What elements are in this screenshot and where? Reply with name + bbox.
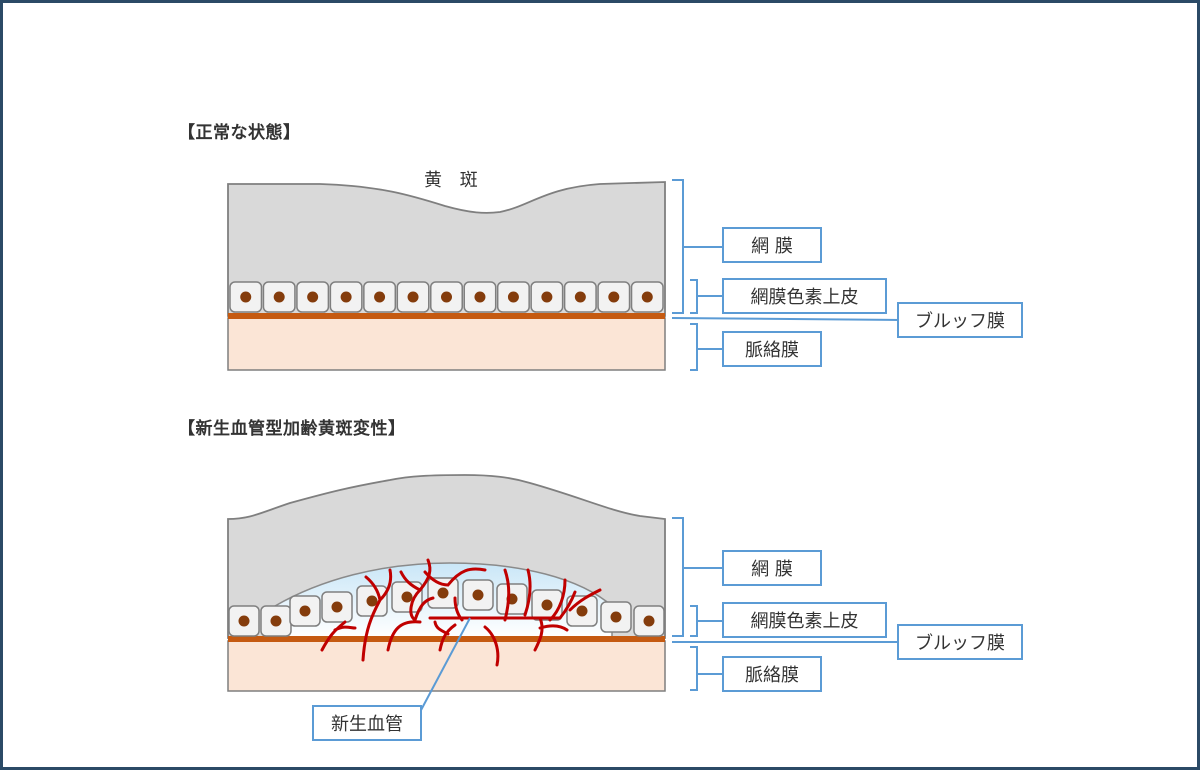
cell-nucleus (441, 291, 452, 303)
vessel (503, 568, 532, 622)
cell-nucleus (641, 291, 653, 303)
vessel (548, 578, 602, 622)
cell-nucleus (576, 605, 588, 617)
amd-heading: 【新生血管型加齢黄斑変性】 (178, 419, 406, 439)
normal-choroid-bracket (690, 323, 722, 371)
amd-bruch-membrane (228, 636, 665, 642)
vessel (433, 620, 457, 652)
cell-nucleus (643, 615, 655, 627)
cell-nucleus (366, 595, 378, 607)
cell-nucleus (407, 291, 419, 303)
amd-brackets (672, 517, 900, 691)
amd-diagram (227, 474, 666, 713)
normal-choroid-label: 脈絡膜 (722, 331, 822, 367)
normal-brackets (671, 179, 901, 371)
amd-choroid-layer (227, 640, 666, 692)
amd-retina-label: 網 膜 (722, 550, 822, 586)
amd-rpe-bracket (690, 605, 722, 637)
cell-nucleus (610, 611, 622, 623)
vessel (453, 596, 464, 622)
normal-rpe-bracket (690, 279, 722, 314)
vessel (409, 588, 435, 623)
normal-rpe-cells (229, 281, 664, 313)
vessel (423, 567, 487, 587)
amd-choroid-bracket (690, 646, 722, 691)
normal-retina-label: 網 膜 (722, 227, 822, 263)
cell-nucleus (541, 599, 553, 611)
cell-nucleus (437, 587, 449, 599)
amd-retina-bracket (672, 517, 722, 637)
neovascular-vessels (320, 558, 602, 667)
cell-nucleus (574, 291, 586, 303)
normal-retina-bracket (672, 179, 722, 314)
cell-nucleus (270, 615, 282, 627)
amd-choroid-label: 脈絡膜 (722, 656, 822, 692)
normal-choroid-layer (227, 317, 666, 371)
neovascular-label: 新生血管 (312, 705, 422, 741)
cell-nucleus (307, 291, 319, 303)
normal-rpe-label: 網膜色素上皮 (722, 278, 887, 314)
neovascular-leader-line (419, 617, 471, 713)
normal-bruch-line (671, 317, 901, 321)
normal-diagram (227, 181, 666, 371)
cell-nucleus (608, 291, 620, 303)
cell-nucleus (472, 589, 484, 601)
cell-nucleus (273, 291, 285, 303)
vessel (428, 590, 577, 620)
normal-bruch-label: ブルッフ膜 (897, 302, 1023, 338)
vessel (361, 568, 393, 662)
macula-label: 黄 斑 (424, 170, 484, 191)
cell-nucleus (299, 605, 311, 617)
vessel (483, 625, 500, 667)
cell-nucleus (238, 615, 250, 627)
vessel (533, 616, 569, 652)
cell-nucleus (474, 291, 486, 303)
cell-nucleus (401, 591, 413, 603)
normal-state-heading: 【正常な状態】 (178, 123, 301, 143)
cell-nucleus (507, 291, 519, 303)
cell-nucleus (374, 291, 386, 303)
cell-nucleus (331, 601, 343, 613)
normal-bruch-membrane (228, 313, 665, 319)
cell-nucleus (541, 291, 553, 303)
vessel (320, 620, 357, 652)
amd-rpe-label: 網膜色素上皮 (722, 602, 887, 638)
amd-bruch-label: ブルッフ膜 (897, 624, 1023, 660)
cell-nucleus (340, 291, 352, 303)
cell-nucleus (240, 291, 252, 303)
